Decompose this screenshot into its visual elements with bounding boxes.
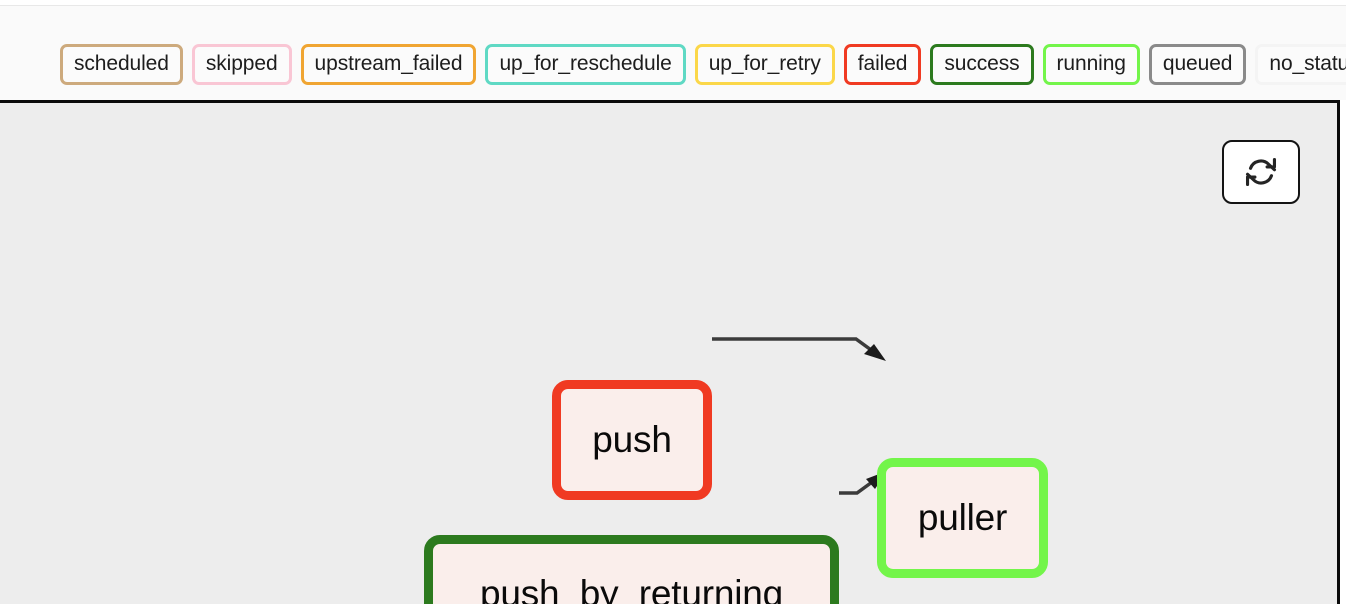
legend-item-skipped[interactable]: skipped — [191, 44, 292, 85]
graph-node-push-label: push — [592, 419, 672, 460]
legend-item-queued[interactable]: queued — [1148, 44, 1247, 85]
arrowhead-push-to-puller — [864, 344, 886, 361]
edge-push-to-puller — [712, 337, 880, 357]
refresh-button[interactable] — [1222, 140, 1300, 204]
legend-item-up-for-retry[interactable]: up_for_retry — [694, 44, 835, 85]
graph-node-puller[interactable]: puller — [877, 458, 1048, 578]
legend-item-running[interactable]: running — [1042, 44, 1140, 85]
legend-item-scheduled[interactable]: scheduled — [60, 44, 183, 85]
graph-node-push[interactable]: push — [552, 380, 712, 500]
graph-node-push-by-returning-label: push_by_returning — [479, 573, 784, 604]
graph-node-push-by-returning[interactable]: push_by_returning — [424, 535, 839, 604]
task-status-legend-bar: scheduled skipped upstream_failed up_for… — [0, 6, 1346, 100]
edge-push-by-returning-to-puller — [839, 475, 881, 495]
legend-item-up-for-reschedule[interactable]: up_for_reschedule — [485, 44, 686, 85]
dag-graph-canvas[interactable]: push push_by_returning puller — [0, 100, 1340, 604]
legend-item-failed[interactable]: failed — [843, 44, 922, 85]
legend-item-success[interactable]: success — [930, 44, 1034, 85]
legend-item-list: scheduled skipped upstream_failed up_for… — [60, 44, 1346, 85]
legend-item-upstream-failed[interactable]: upstream_failed — [300, 44, 477, 85]
top-divider — [0, 5, 1346, 6]
graph-node-puller-label: puller — [917, 497, 1008, 538]
graph-edges-layer — [712, 337, 887, 495]
refresh-icon — [1244, 155, 1278, 189]
legend-item-no-status[interactable]: no_status — [1255, 44, 1346, 85]
